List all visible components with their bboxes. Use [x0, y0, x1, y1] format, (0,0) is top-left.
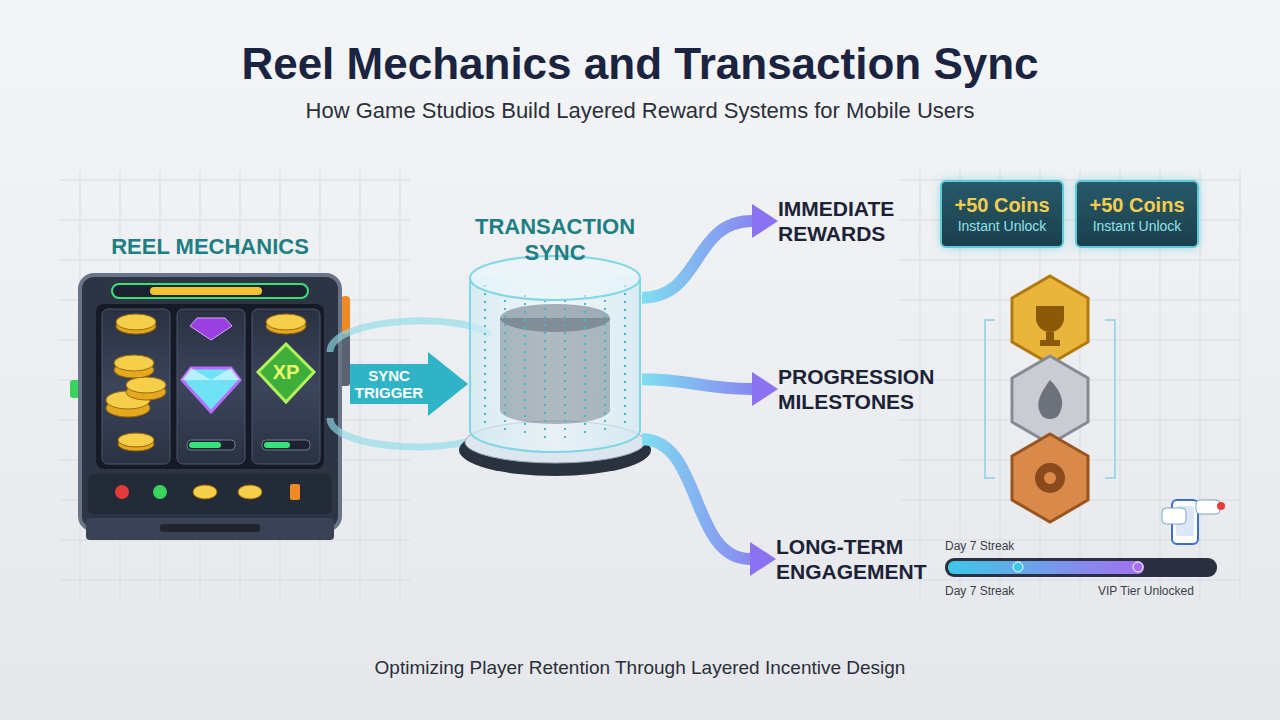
sync-cylinder-part [500, 304, 610, 332]
milestone-badges-part [1012, 276, 1088, 364]
node-text: +50 Coins [1089, 193, 1184, 217]
slot-machine-part [112, 284, 308, 298]
slot-machine-part [126, 377, 166, 393]
streak-bar-part [948, 561, 1144, 574]
slot-machine-part [238, 485, 262, 499]
slot-machine-part [116, 314, 156, 330]
slot-machine-part [187, 440, 235, 450]
reward-badge: +50 CoinsInstant Unlock [1075, 180, 1199, 248]
flow-arrow [642, 379, 752, 389]
outcome-label: LONG-TERM ENGAGEMENT [776, 532, 941, 586]
milestone-badges-part [1038, 380, 1062, 419]
subtitle: How Game Studios Build Layered Reward Sy… [0, 98, 1280, 124]
sync-cylinder-part [500, 318, 610, 424]
slot-machine-part [341, 296, 350, 334]
phone-icon-part [1196, 500, 1220, 514]
slot-machine-part [252, 309, 320, 464]
outcome-label: IMMEDIATE REWARDS [778, 194, 938, 248]
streak-bar-part [945, 558, 1217, 577]
node-text: PROGRESSION MILESTONES [778, 364, 948, 414]
milestone-badges-part [1012, 434, 1088, 522]
bar-label: Day 7 Streak [945, 583, 1065, 599]
grid [60, 170, 1240, 600]
flow-arrow [642, 439, 750, 559]
phone-icon-part [1162, 508, 1186, 524]
bar-label: Day 7 Streak [945, 538, 1065, 554]
slot-machine-part [115, 485, 129, 499]
node-text: Instant Unlock [958, 217, 1047, 235]
bar-label: VIP Tier Unlocked [1098, 583, 1228, 599]
slot-machine-part [118, 433, 154, 447]
milestone-badges-part [1035, 463, 1065, 493]
slot-machine-part [266, 314, 306, 330]
flow-arrow [642, 221, 752, 298]
slot-machine-part [264, 442, 290, 448]
symbol-text: XP [262, 360, 310, 384]
slot-machine-part [80, 275, 340, 530]
slot-machine-part [160, 524, 260, 532]
reward-badge: +50 CoinsInstant Unlock [940, 180, 1064, 248]
phone-icon [1162, 500, 1225, 544]
slot-machine-part [290, 484, 300, 500]
node-text: IMMEDIATE REWARDS [778, 196, 938, 246]
sync-swirl-part [330, 321, 490, 352]
slot-machine-part [114, 355, 154, 371]
node-text: REEL MECHANICS [111, 234, 309, 260]
illustration-panel: REEL MECHANICS [70, 228, 350, 540]
slot-machine-part [193, 485, 217, 499]
sync-cylinder-part [470, 278, 640, 452]
slot-machine-part [177, 309, 245, 464]
sync-swirl [330, 321, 490, 447]
slot-machine-part [102, 309, 170, 464]
edge-label: SYNC TRIGGER [349, 367, 429, 401]
node-text: Instant Unlock [1093, 217, 1182, 235]
caption: Optimizing Player Retention Through Laye… [0, 656, 1280, 680]
phone-icon-part [1217, 502, 1225, 510]
slot-machine-part [262, 440, 310, 450]
sync-cylinder-part [485, 285, 625, 438]
milestone-badges-part [1012, 356, 1088, 444]
flow-arrow [350, 364, 428, 404]
node-text: LONG-TERM ENGAGEMENT [776, 534, 941, 584]
streak-bar-part [1013, 562, 1023, 572]
slot-machine-part [150, 287, 262, 295]
node-text: TRANSACTION SYNC [468, 214, 642, 266]
sync-cylinder-box: TRANSACTION SYNC [468, 208, 642, 480]
milestone-badges [985, 276, 1115, 522]
outcome-label: PROGRESSION MILESTONES [778, 362, 948, 416]
slot-machine-part [189, 442, 221, 448]
streak-bar-part [1133, 562, 1143, 572]
grid-part [900, 180, 1240, 580]
grid-part [920, 170, 1240, 600]
sync-cylinder-part [485, 285, 625, 438]
title: Reel Mechanics and Transaction Sync [0, 38, 1280, 90]
slot-machine [70, 275, 350, 540]
milestone-badges-part [1036, 306, 1064, 346]
milestone-badges-part [1044, 472, 1056, 484]
node-text: +50 Coins [954, 193, 1049, 217]
slot-machine-part [86, 518, 334, 540]
slot-machine-part [88, 474, 332, 514]
streak-bar [945, 558, 1217, 577]
slot-machine-part [182, 368, 240, 412]
slot-machine-part [182, 368, 240, 380]
sync-cylinder [459, 256, 651, 476]
slot-machine-part [258, 344, 314, 402]
slot-machine-part [96, 304, 324, 469]
slot-machine-part [190, 318, 232, 340]
slot-machine-part [153, 485, 167, 499]
